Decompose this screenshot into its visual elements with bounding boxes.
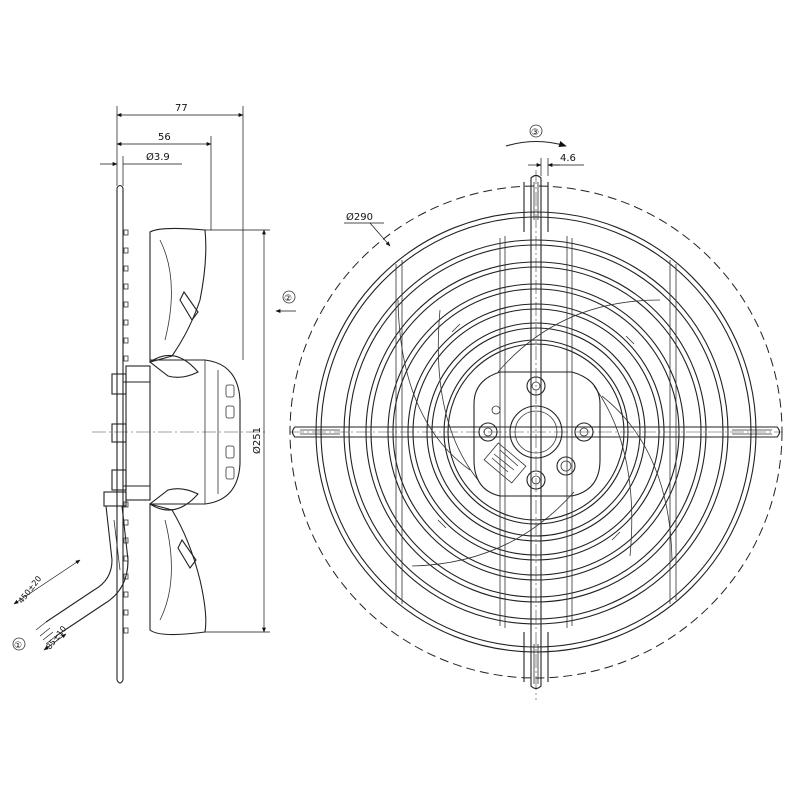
cable-strip-label: 85±10: [44, 624, 68, 651]
motor-hub-side: [150, 359, 241, 505]
guard-outer-diameter: [289, 185, 783, 679]
hole-diameter-label: Ø3.9: [146, 151, 170, 163]
depth-to-blade-label: 56: [158, 132, 171, 143]
airflow-callout: ②: [275, 290, 296, 313]
front-view: ③ 4.6 Ø290: [289, 124, 783, 700]
cable-side: [35, 491, 129, 645]
dim-hole-diameter: Ø3.9: [100, 151, 182, 186]
cable-callout: ①: [12, 637, 26, 651]
guard-diameter-label: Ø290: [346, 211, 373, 223]
mounting-bracket-side: [111, 365, 151, 501]
dim-depth-to-blade: 56: [116, 132, 212, 230]
dim-slot-width: 4.6: [528, 153, 584, 176]
overall-depth-label: 77: [175, 103, 188, 114]
dim-blade-diameter: Ø251: [205, 229, 270, 633]
guard-wires: [395, 236, 677, 628]
slot-width-label: 4.6: [560, 153, 576, 164]
hub-plate: [473, 371, 601, 497]
cable-callout-number: ①: [14, 641, 22, 651]
dim-guard-diameter: Ø290: [344, 211, 391, 247]
guard-plate-side: [116, 184, 129, 684]
fan-blades-side: [149, 227, 207, 636]
guard-rings: [315, 211, 757, 653]
fan-blades-front: [397, 299, 673, 567]
dim-overall-depth: 77: [116, 103, 244, 360]
side-view: 77 56 Ø3.9 Ø251 ②: [12, 103, 296, 684]
rating-label: [483, 442, 527, 484]
blade-diameter-label: Ø251: [251, 427, 263, 454]
guard-rivets: [123, 229, 129, 634]
cable-length-label: 450±20: [16, 574, 43, 605]
airflow-callout-number: ②: [284, 294, 292, 304]
rotation-callout: ③: [505, 124, 567, 147]
rotation-callout-number: ③: [531, 128, 539, 138]
guard-straps: [291, 174, 781, 690]
